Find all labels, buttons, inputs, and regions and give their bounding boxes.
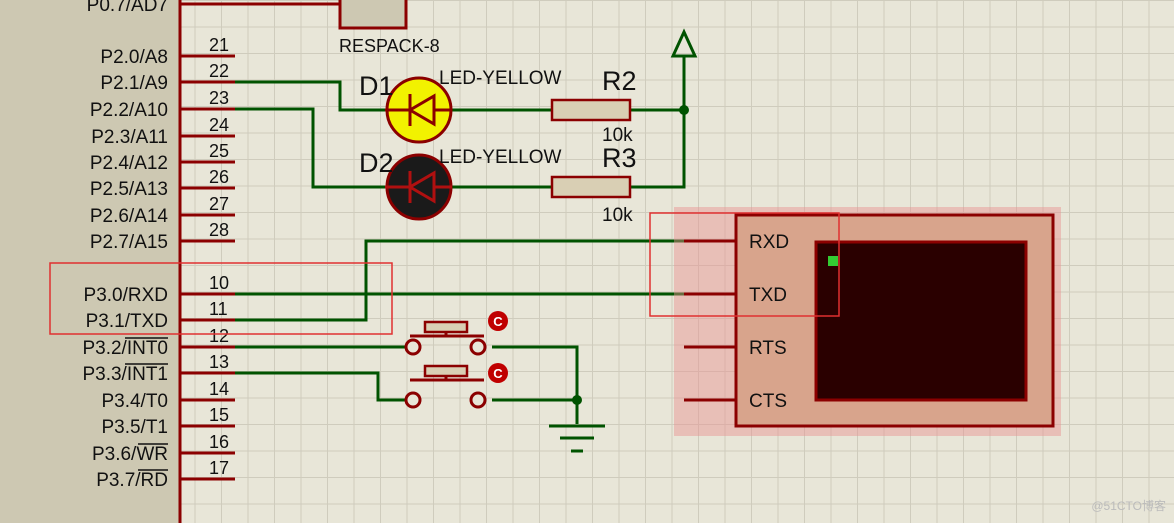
- active-low-overbars: [125, 337, 168, 471]
- pin-num-24: 24: [209, 115, 229, 135]
- pin-num-17: 17: [209, 458, 229, 478]
- pin-num-13: 13: [209, 352, 229, 372]
- push-button-1-tag: C: [493, 314, 503, 329]
- virtual-terminal[interactable]: RXD TXD RTS CTS: [674, 207, 1061, 436]
- terminal-pin-rts: RTS: [749, 338, 787, 359]
- pin-label-p22: P2.2/A10: [90, 100, 168, 121]
- pin-label-p20: P2.0/A8: [100, 47, 168, 68]
- push-button-2-contact-right: [469, 391, 487, 409]
- terminal-cursor: [828, 256, 838, 266]
- terminal-pin-cts: CTS: [749, 391, 787, 412]
- resistor-r3-ref: R3: [602, 143, 637, 173]
- pin-num-26: 26: [209, 167, 229, 187]
- highlight-box-terminal-uart: [649, 212, 840, 317]
- pin-label-p24: P2.4/A12: [90, 153, 168, 174]
- pin-num-12: 12: [209, 326, 229, 346]
- pin-num-23: 23: [209, 88, 229, 108]
- pin-label-p07: P0.7/AD7: [87, 0, 168, 16]
- push-button-2-badge[interactable]: [488, 363, 508, 383]
- pin-label-p25: P2.5/A13: [90, 179, 168, 200]
- wires: [235, 56, 686, 424]
- respack-label: RESPACK-8: [339, 36, 440, 56]
- pin-num-10: 10: [209, 273, 229, 293]
- resistor-r3[interactable]: R3 10k: [550, 143, 637, 226]
- pin-label-p35: P3.5/T1: [101, 417, 168, 438]
- push-button-1-badge[interactable]: [488, 311, 508, 331]
- terminal-pin-stubs: [684, 239, 736, 402]
- pin-num-11: 11: [209, 299, 228, 319]
- resistor-r2-ref: R2: [602, 66, 637, 96]
- mcu-pin-stubs: [180, 2, 235, 481]
- pin-num-15: 15: [209, 405, 229, 425]
- pin-label-p23: P2.3/A11: [91, 127, 168, 148]
- watermark: @51CTO博客: [1091, 498, 1166, 513]
- pin-label-p21: P2.1/A9: [100, 73, 168, 94]
- junction-vcc: [679, 105, 689, 115]
- ground-symbol-icon: [549, 424, 605, 453]
- pin-num-25: 25: [209, 141, 229, 161]
- resistor-r3-value: 10k: [602, 205, 633, 226]
- pin-label-p33: P3.3/INT1: [82, 364, 168, 385]
- pin-num-28: 28: [209, 220, 229, 240]
- push-button-2-tag: C: [493, 366, 503, 381]
- respack-component[interactable]: RESPACK-8: [235, 0, 440, 56]
- pin-num-22: 22: [209, 61, 229, 81]
- pin-label-p34: P3.4/T0: [101, 391, 168, 412]
- highlight-box-mcu-uart: [49, 262, 393, 335]
- resistor-r3-body: [550, 175, 632, 199]
- led-d2-ref: D2: [359, 148, 394, 178]
- power-terminal[interactable]: [670, 28, 698, 58]
- led-d1[interactable]: D1 LED-YELLOW: [359, 68, 562, 144]
- pin-num-21: 21: [209, 35, 229, 55]
- pin-label-p27: P2.7/A15: [90, 232, 168, 253]
- push-button-1[interactable]: C: [404, 311, 508, 356]
- led-d2-value: LED-YELLOW: [439, 147, 562, 168]
- resistor-r2[interactable]: R2 10k: [550, 66, 637, 146]
- pin-label-p31: P3.1/TXD: [86, 311, 168, 332]
- pin-num-14: 14: [209, 379, 229, 399]
- resistor-r2-value: 10k: [602, 125, 633, 146]
- push-button-1-contact-right: [469, 338, 487, 356]
- pin-label-p26: P2.6/A14: [90, 206, 169, 227]
- pin-label-p32: P3.2/INT0: [82, 338, 168, 359]
- push-button-2-contact-left: [404, 391, 422, 409]
- respack-body: [338, 0, 408, 30]
- power-arrow-icon: [670, 28, 698, 58]
- led-d2[interactable]: D2 LED-YELLOW: [359, 147, 562, 221]
- push-button-1-cap: [423, 320, 469, 334]
- resistor-r2-body: [550, 98, 632, 122]
- pin-num-27: 27: [209, 194, 229, 214]
- terminal-screen[interactable]: [814, 240, 1028, 402]
- pin-label-p37: P3.7/RD: [96, 470, 168, 491]
- pin-num-16: 16: [209, 432, 229, 452]
- push-button-2-cap: [423, 364, 469, 378]
- push-button-2[interactable]: C: [404, 363, 508, 409]
- pin-label-p30: P3.0/RXD: [84, 285, 168, 306]
- terminal-pin-txd: TXD: [749, 285, 787, 306]
- mcu-body: [0, 0, 182, 523]
- led-d1-ref: D1: [359, 71, 394, 101]
- led-d1-value: LED-YELLOW: [439, 68, 562, 89]
- junction-gnd: [572, 395, 582, 405]
- terminal-pin-rxd: RXD: [749, 232, 789, 253]
- pin-label-p36: P3.6/WR: [92, 444, 168, 465]
- push-button-1-contact-left: [404, 338, 422, 356]
- mcu-chip[interactable]: [0, 0, 182, 523]
